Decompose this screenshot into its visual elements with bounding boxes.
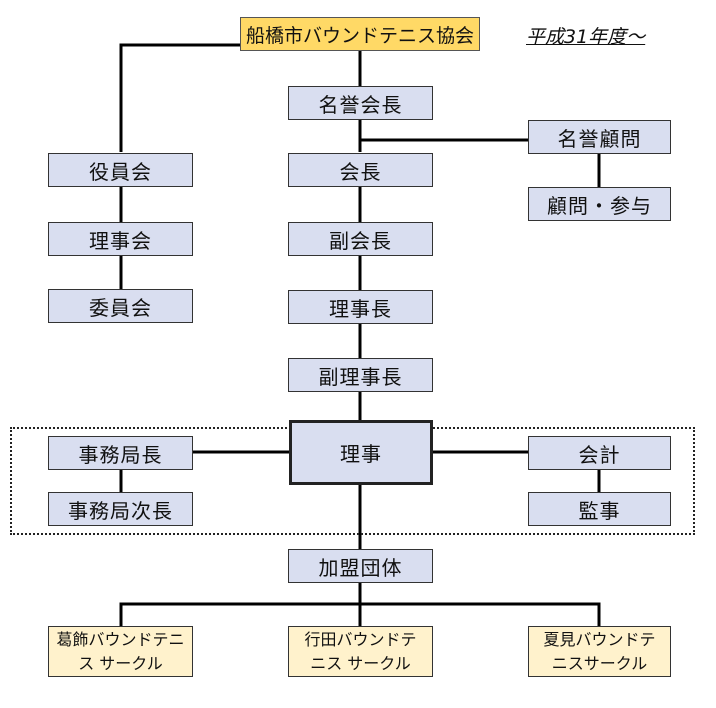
deputy-secretary-general-box: 事務局次長 (48, 492, 193, 526)
secretary-general-label: 事務局長 (78, 442, 163, 467)
member-groups-box: 加盟団体 (288, 549, 433, 583)
deputy-secretary-general-label: 事務局次長 (68, 498, 173, 523)
board-meeting-box: 理事会 (48, 222, 193, 256)
committee-box: 委員会 (48, 289, 193, 323)
year-label: 平成31年度～ (526, 26, 646, 48)
circle-box-katsushika: 葛飾バウンドテニ ス サークル (48, 626, 193, 677)
circle-line1: 葛飾バウンドテニ (56, 629, 185, 649)
circle-line2: ニス サークル (310, 653, 411, 673)
circle-text: 行田バウンドテ ニス サークル (304, 628, 416, 676)
circle-line1: 行田バウンドテ (304, 629, 417, 649)
circle-text: 葛飾バウンドテニ ス サークル (56, 628, 184, 676)
honorary-advisor-label: 名誉顧問 (557, 126, 642, 151)
board-meeting-label: 理事会 (89, 228, 152, 253)
circle-box-natsumi: 夏見バウンドテ ニスサークル (528, 626, 671, 677)
circle-box-gyoda: 行田バウンドテ ニス サークル (288, 626, 433, 677)
honorary-advisor-box: 名誉顧問 (528, 120, 671, 154)
vice-president-box: 副会長 (288, 222, 433, 256)
president-label: 会長 (339, 159, 382, 184)
association-title-box: 船橋市バウンドテニス協会 (240, 17, 480, 51)
officers-meeting-box: 役員会 (48, 153, 193, 187)
chairman-box: 理事長 (288, 290, 433, 324)
secretary-general-box: 事務局長 (48, 436, 193, 470)
circle-line2: ス サークル (78, 653, 163, 673)
circle-line1: 夏見バウンドテ (543, 629, 656, 649)
vice-chairman-box: 副理事長 (288, 358, 433, 392)
directors-label: 理事 (340, 442, 382, 466)
vice-president-label: 副会長 (329, 228, 392, 253)
advisor-counselor-box: 顧問・参与 (528, 187, 671, 221)
vice-chairman-label: 副理事長 (318, 364, 403, 389)
honorary-president-label: 名誉会長 (318, 92, 403, 117)
directors-box: 理事 (289, 420, 433, 485)
treasurer-box: 会計 (528, 436, 671, 470)
honorary-president-box: 名誉会長 (288, 86, 433, 120)
treasurer-label: 会計 (578, 442, 621, 467)
connector-member-groups (119, 583, 601, 626)
auditor-box: 監事 (528, 492, 671, 526)
association-title: 船橋市バウンドテニス協会 (245, 24, 474, 47)
president-box: 会長 (288, 153, 433, 187)
connector-title-to-officers (119, 43, 240, 152)
advisor-counselor-label: 顧問・参与 (547, 193, 652, 218)
circle-text: 夏見バウンドテ ニスサークル (543, 628, 655, 676)
chairman-label: 理事長 (329, 296, 392, 321)
officers-meeting-label: 役員会 (89, 159, 152, 184)
circle-line2: ニスサークル (551, 653, 648, 673)
auditor-label: 監事 (578, 498, 621, 523)
member-groups-label: 加盟団体 (318, 555, 403, 580)
committee-label: 委員会 (89, 295, 152, 320)
